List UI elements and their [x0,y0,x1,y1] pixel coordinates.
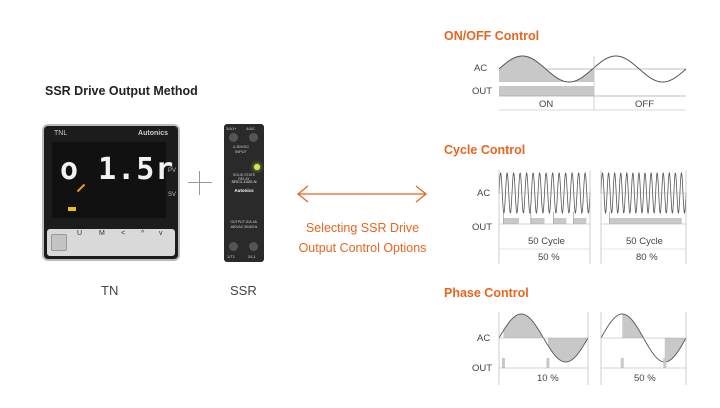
phase-out-label: OUT [472,363,493,374]
ssr-bottom-left-terminal: 1/T1 [227,254,236,259]
phase-panel-2-fill [664,338,686,362]
ssr-model-label: SRC1-1420-N [231,179,257,184]
ssr-relay-label: SOLID STATE RELAY [232,173,256,181]
onoff-ac-label: AC [474,63,488,74]
phase-panel-2-fill [622,314,644,338]
cycle-panel-1-out-pulse [553,218,567,224]
phase-panel-2-percent: 50 % [634,373,656,384]
selection-caption-line-2: Output Control Options [298,241,427,255]
tn-model-label: TNL [54,130,68,137]
phase-panel-1-trigger-pulse [501,358,505,368]
ssr-output-label: OUTPUT 20A 48-480VAC 50/60Hz [230,220,258,229]
tn-display-value: o 1.5r [60,152,175,187]
tn-sv-label: SV [168,192,177,198]
ssr-caption: SSR [230,283,257,298]
onoff-out-label: OUT [472,86,493,97]
onoff-on-fill [499,56,594,82]
onoff-off-label: OFF [635,99,654,110]
cycle-title: Cycle Control [444,143,526,157]
cycle-panel-2-cycle-label: 50 Cycle [626,236,663,247]
phase-panel-1-fill [503,314,544,338]
ssr-screw-icon [229,133,238,142]
tn-caption: TN [101,283,119,298]
tn-key-u[interactable]: U [77,230,83,237]
selection-caption-line-1: Selecting SSR Drive [305,221,420,235]
ssr-top-right-terminal: 4/A2- [246,126,256,131]
tn-power-key[interactable] [51,234,67,251]
cycle-panel-1-out-pulse [530,218,545,224]
cycle-panel-1-out-pulse [503,218,520,224]
selection-caption: Selecting SSR Drive Output Control Optio… [290,218,435,258]
cycle-panel-1-percent: 50 % [538,252,560,263]
cycle-panel-2-percent: 80 % [636,252,658,263]
ssr-screw-icon [249,133,258,142]
section-title: SSR Drive Output Method [45,84,198,98]
ssr-led-icon [254,164,260,170]
onoff-title: ON/OFF Control [444,29,540,43]
phase-panel-1-trigger-pulse [546,358,550,368]
cycle-panel-1-cycle-label: 50 Cycle [528,236,565,247]
tn-key-up[interactable]: ^ [141,230,145,237]
tn-key-down[interactable]: v [159,230,163,237]
phase-title: Phase Control [444,286,529,300]
onoff-ac-wave [498,55,687,83]
onoff-out-bar [499,86,594,96]
phase-panel-1-percent: 10 % [537,373,559,384]
phase-panel-2-trigger-pulse [663,358,667,368]
tn-key-m[interactable]: M [99,230,105,237]
tn-display: o 1.5r [52,142,173,218]
cycle-ac-label: AC [477,188,491,199]
phase-ac-label: AC [477,333,491,344]
onoff-on-label: ON [539,99,554,110]
ssr-brand-label: Autonics [234,188,254,193]
ssr-bottom-right-terminal: 2/L1 [248,254,256,259]
cycle-out-label: OUT [472,222,493,233]
phase-panel-1-fill [547,338,588,362]
tn-pv-label: PV [168,168,177,174]
tn-controller: TNL Autonics o 1.5r PV SV U M < ^ v [42,124,180,261]
ssr-device: 3/A1+ 4/A2- 4-30VDC INPUT SOLID STATE RE… [224,124,264,262]
cycle-panel-2-out-pulse [609,218,682,224]
tn-key-left[interactable]: < [121,230,126,237]
ssr-screw-icon [229,242,238,251]
ssr-screw-icon [249,242,258,251]
tn-brand-label: Autonics [138,130,168,137]
cycle-panel-1-out-pulse [573,218,587,224]
plus-icon-vertical [199,171,200,195]
ssr-input-label: 4-30VDC INPUT [232,144,250,154]
phase-panel-2-trigger-pulse [620,358,624,368]
tn-small-indicator [68,207,76,211]
ssr-top-left-terminal: 3/A1+ [226,126,237,131]
plus-icon [188,182,212,183]
tn-keypad: U M < ^ v [47,229,175,256]
